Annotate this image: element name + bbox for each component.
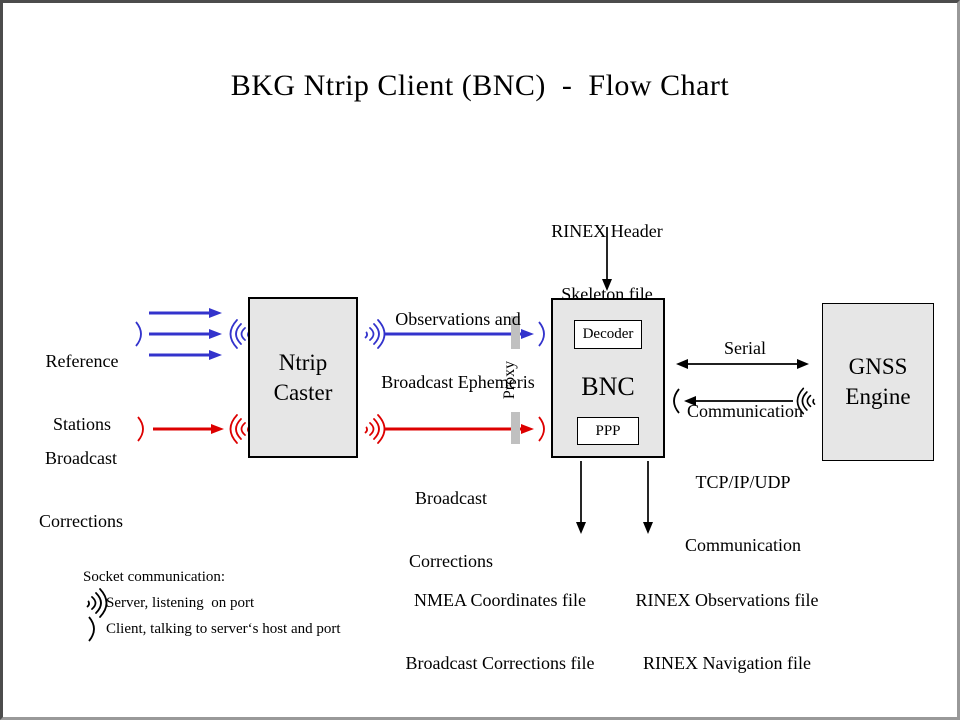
black-arrows xyxy=(576,227,809,534)
bnc-node: Decoder BNC PPP xyxy=(551,298,665,458)
observations-stream-label: Observations and Broadcast Ephemeris xyxy=(381,309,535,392)
nmea-output-label: NMEA Coordinates file Broadcast Correcti… xyxy=(405,590,595,673)
legend-client-icon xyxy=(88,616,95,642)
node-label: Decoder xyxy=(582,326,634,342)
node-label: BNC xyxy=(581,372,635,401)
proxy-bar xyxy=(511,412,520,444)
broadcast-corrections-stream-label: Broadcast Corrections xyxy=(409,488,493,571)
legend-title: Socket communication: xyxy=(83,569,226,585)
proxy-bar xyxy=(511,316,520,349)
node-label: GNSS xyxy=(848,354,908,379)
connector-layer xyxy=(86,227,816,642)
page-title: BKG Ntrip Client (BNC) - Flow Chart xyxy=(230,69,730,102)
node-label: Ntrip xyxy=(278,349,328,375)
legend-client-label: Client, talking to server‘s host and por… xyxy=(106,621,341,637)
legend-server-label: Server, listening on port xyxy=(106,595,255,611)
ntrip-caster-node: Ntrip Caster xyxy=(248,297,358,458)
node-label: Engine xyxy=(845,384,911,409)
rinex-header-label: RINEX Header Skeleton file xyxy=(551,221,663,304)
reference-station-arrows xyxy=(149,308,534,360)
node-label: PPP xyxy=(595,422,621,439)
ppp-node: PPP xyxy=(577,417,639,445)
tcp-communication-label: TCP/IP/UDP Communication xyxy=(685,472,801,555)
server-listening-icon xyxy=(229,319,251,349)
reference-stations-label: Reference Stations xyxy=(45,351,119,434)
decoder-node: Decoder xyxy=(574,320,642,349)
node-label: Caster xyxy=(273,379,333,405)
gnss-engine-node: GNSS Engine xyxy=(822,303,934,461)
server-listening-icon xyxy=(229,414,251,444)
legend-server-icon xyxy=(86,588,108,618)
broadcast-corrections-input-label: Broadcast Corrections xyxy=(39,448,123,531)
rinex-output-label: RINEX Observations file RINEX Navigation… xyxy=(635,590,819,673)
serial-communication-label: Serial Communication xyxy=(687,338,803,421)
